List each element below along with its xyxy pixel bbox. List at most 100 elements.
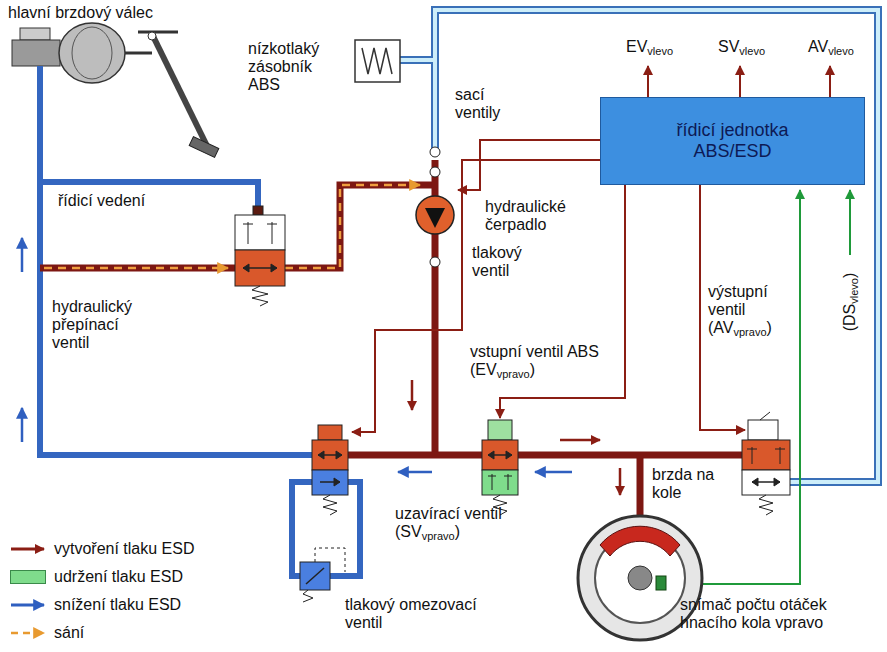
switch-valve (243, 222, 277, 244)
return-pipe (40, 66, 360, 576)
control-lines (352, 160, 600, 432)
master-cylinder (152, 34, 208, 148)
box-title: řídicí jednotka ABS/ESD (653, 120, 813, 162)
flow-arrows (411, 380, 414, 410)
pressure-pipe (285, 185, 435, 268)
part-name: tlakový omezovací ventil (345, 596, 495, 632)
text-part: ) (530, 361, 535, 378)
pressure-limiting-valve (315, 548, 345, 572)
pressure-pipe (40, 265, 235, 272)
signal-name: AVvlevo (808, 38, 878, 56)
outlet-valve (747, 447, 785, 464)
part-name: nízkotlaký zásobník ABS (248, 40, 346, 94)
control-lines (458, 140, 600, 190)
legend-line (11, 548, 44, 551)
inlet-valve (482, 440, 518, 470)
flow-arrows (535, 471, 572, 474)
legend-line-sample (10, 542, 46, 556)
master-cylinder (20, 28, 50, 40)
master-cylinder (138, 31, 178, 34)
suction-flow (44, 185, 420, 268)
control-lines (739, 66, 741, 97)
low-pressure-pipe (400, 10, 878, 482)
inlet-valve (488, 420, 512, 440)
part-name: řídicí vedení (58, 192, 198, 210)
switch-valve (243, 264, 277, 272)
flow-arrows (560, 439, 600, 442)
shutoff-valve (312, 440, 348, 470)
return-pipe (40, 182, 258, 210)
outlet-valve (742, 470, 790, 495)
text-part: ) (767, 319, 772, 336)
wheel-brake (600, 526, 680, 556)
flow-arrows (619, 468, 622, 495)
pressure-pipe (40, 160, 742, 528)
legend-swatch (10, 570, 46, 584)
master-cylinder (125, 52, 152, 55)
hydraulic-pump (425, 208, 445, 228)
switch-valve (253, 206, 263, 215)
part-name: uzavírací ventil (SVvpravo) (395, 505, 525, 541)
part-name: vstupní ventil ABS (EVvpravo) (470, 343, 615, 379)
legend-row: vytvoření tlaku ESD (10, 540, 195, 558)
part-name: hydraulické čerpadlo (485, 198, 590, 234)
low-pressure-pipe (400, 10, 878, 482)
hydraulic-pump (430, 147, 440, 157)
low-pressure-accumulator (355, 40, 400, 82)
pressure-limiting-valve (300, 548, 345, 602)
wheel-brake (656, 576, 666, 590)
master-cylinder (148, 32, 156, 40)
part-name: sací ventily (455, 86, 517, 122)
control-lines (352, 66, 830, 432)
shutoff-valve (323, 495, 337, 515)
low-pressure-accumulator (362, 48, 392, 74)
pressure-pipe (348, 452, 742, 459)
outlet-valve (759, 495, 773, 515)
inlet-valve (482, 420, 518, 515)
legend-text: udržení tlaku ESD (54, 568, 183, 586)
pressure-limiting-valve (306, 568, 324, 584)
text-part: SV (718, 38, 739, 55)
shutoff-valve (312, 425, 348, 515)
hydraulic-pump (430, 257, 440, 267)
low-pressure-accumulator (355, 40, 400, 82)
flow-arrows (21, 238, 24, 272)
outlet-valve (742, 412, 790, 515)
legend-row: snížení tlaku ESD (10, 596, 181, 614)
subscript: vpravo (497, 368, 530, 380)
inlet-valve (488, 474, 512, 490)
switch-valve (235, 206, 285, 306)
master-cylinder (12, 40, 60, 66)
text-part: (DS (841, 304, 858, 332)
subscript: vpravo (733, 326, 766, 338)
shutoff-valve (318, 425, 342, 440)
legend-line (11, 604, 44, 607)
return-pipe (40, 66, 312, 455)
legend-text: snížení tlaku ESD (54, 596, 181, 614)
flow-arrows (398, 471, 432, 474)
subscript: vlevo (647, 45, 673, 57)
control-lines (647, 66, 649, 97)
shutoff-valve (334, 478, 340, 486)
subscript: vlevo (739, 45, 765, 57)
hydraulic-pump (430, 167, 440, 177)
legend-line (11, 632, 44, 635)
switch-valve (235, 215, 285, 250)
outlet-valve (752, 478, 780, 486)
sensor-lines (664, 190, 850, 584)
legend-line-sample (10, 598, 46, 612)
sensor-lines (849, 190, 851, 255)
flow-arrows (22, 238, 620, 495)
text-part: AV (808, 38, 828, 55)
legend-text: sání (54, 624, 84, 642)
switch-valve (235, 250, 285, 286)
legend-line-sample (10, 626, 46, 640)
signal-name: EVvlevo (626, 38, 696, 56)
control-unit-box: řídicí jednotka ABS/ESD (600, 97, 865, 185)
text-part: ) (841, 273, 858, 278)
hydraulic-pump (416, 196, 454, 234)
text-part: ) (455, 523, 460, 540)
outlet-valve (760, 412, 770, 420)
part-name: tlakový ventil (472, 244, 552, 280)
master-cylinder (59, 23, 125, 83)
